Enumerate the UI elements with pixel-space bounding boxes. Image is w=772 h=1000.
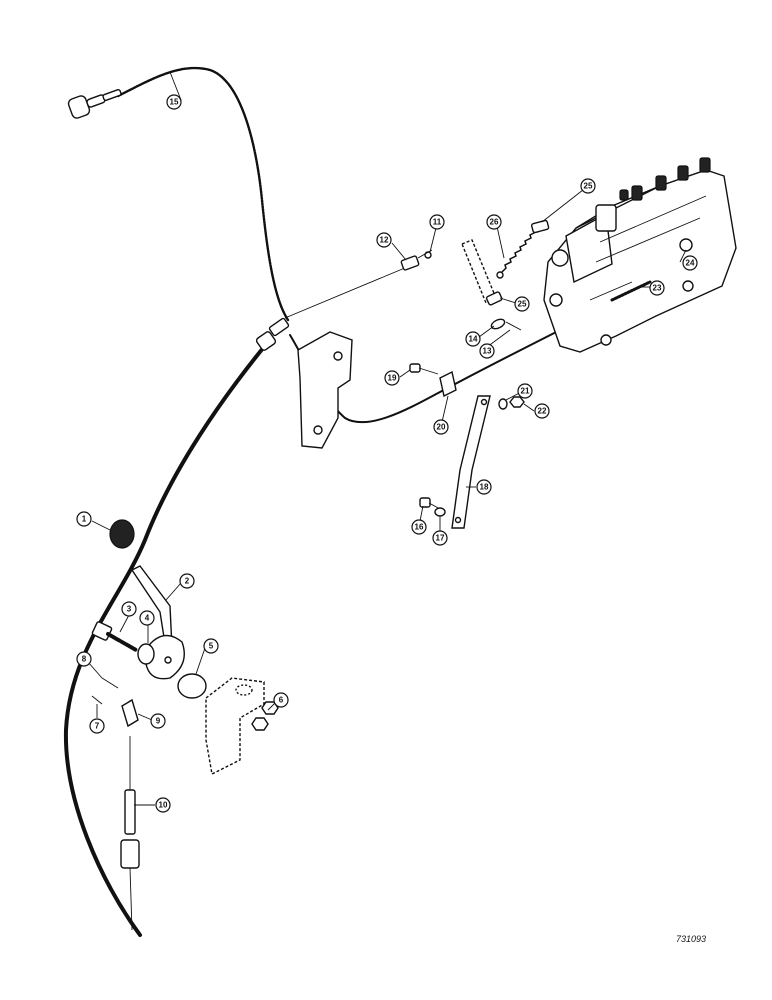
callout-13: 13 <box>479 343 495 359</box>
callout-24: 24 <box>682 255 698 271</box>
callout-17: 17 <box>432 530 448 546</box>
svg-text:25: 25 <box>584 182 593 191</box>
clip-lower <box>485 291 503 306</box>
svg-text:7: 7 <box>95 722 100 731</box>
callout-12: 12 <box>376 232 392 248</box>
svg-text:25: 25 <box>518 300 527 309</box>
callout-25-upper: 25 <box>580 178 596 194</box>
bolt-13 <box>505 321 522 331</box>
clevis-pin-8 <box>101 677 119 689</box>
lower-mount-bracket <box>205 677 265 776</box>
svg-text:6: 6 <box>279 696 284 705</box>
svg-text:24: 24 <box>686 259 695 268</box>
svg-text:21: 21 <box>521 387 530 396</box>
leader-lines <box>87 71 687 806</box>
pivot-bolt <box>91 621 138 652</box>
callout-18: 18 <box>476 479 492 495</box>
svg-text:10: 10 <box>159 801 168 810</box>
throttle-knob <box>109 519 135 549</box>
svg-text:4: 4 <box>145 614 150 623</box>
lock-washer-21 <box>498 398 508 410</box>
callout-1: 1 <box>76 511 92 527</box>
cable-clamp <box>409 363 457 398</box>
callout-20: 20 <box>433 419 449 435</box>
drawing-reference-code: 731093 <box>676 934 707 944</box>
svg-text:1: 1 <box>82 515 87 524</box>
callout-26: 26 <box>486 214 502 230</box>
svg-text:22: 22 <box>538 407 547 416</box>
svg-text:16: 16 <box>415 523 424 532</box>
svg-text:23: 23 <box>653 284 662 293</box>
callout-16: 16 <box>411 519 427 535</box>
callout-2: 2 <box>179 573 195 589</box>
callout-5: 5 <box>203 638 219 654</box>
callout-23: 23 <box>649 280 665 296</box>
return-spring <box>501 231 537 273</box>
callout-8: 8 <box>76 651 92 667</box>
cable-mounting-bracket <box>297 331 353 449</box>
cotter-pin-7 <box>91 695 103 705</box>
bolt-16 <box>419 497 431 508</box>
stop-knob-assembly <box>67 88 122 119</box>
washer-14 <box>490 318 506 330</box>
callout-25-lower: 25 <box>514 296 530 312</box>
callout-11: 11 <box>429 214 445 230</box>
nut-22 <box>509 396 525 408</box>
fuel-injection-pump <box>543 157 737 353</box>
washer-4 <box>137 643 155 665</box>
callout-7: 7 <box>89 718 105 734</box>
svg-text:12: 12 <box>380 236 389 245</box>
callout-10: 10 <box>155 797 171 813</box>
svg-text:11: 11 <box>433 218 442 227</box>
callout-21: 21 <box>517 383 533 399</box>
control-cable-end <box>120 736 140 931</box>
stop-cable <box>116 66 290 322</box>
svg-text:3: 3 <box>127 605 132 614</box>
svg-text:26: 26 <box>490 218 499 227</box>
cable-clevis <box>400 249 433 271</box>
callout-15: 15 <box>166 94 182 110</box>
svg-text:8: 8 <box>82 655 87 664</box>
washer-17 <box>434 507 446 517</box>
clip-upper <box>530 219 550 234</box>
callout-22: 22 <box>534 403 550 419</box>
svg-text:13: 13 <box>483 347 492 356</box>
cable-end-fitting <box>255 264 413 351</box>
svg-text:20: 20 <box>437 423 446 432</box>
callout-19: 19 <box>384 370 400 386</box>
svg-text:17: 17 <box>436 534 445 543</box>
clevis-9 <box>121 698 139 728</box>
svg-text:14: 14 <box>469 335 478 344</box>
callout-3: 3 <box>121 601 137 617</box>
callout-14: 14 <box>465 331 481 347</box>
nut-6b <box>251 717 269 731</box>
svg-text:15: 15 <box>170 98 179 107</box>
callout-9: 9 <box>150 713 166 729</box>
svg-text:2: 2 <box>185 577 190 586</box>
friction-disc <box>177 673 207 699</box>
callout-4: 4 <box>139 610 155 626</box>
cable-support-bar <box>451 395 491 529</box>
svg-text:19: 19 <box>388 374 397 383</box>
callout-6: 6 <box>273 692 289 708</box>
svg-text:5: 5 <box>209 642 214 651</box>
svg-text:18: 18 <box>480 483 489 492</box>
stop-lever-bracket <box>461 239 497 304</box>
svg-text:9: 9 <box>156 717 161 726</box>
